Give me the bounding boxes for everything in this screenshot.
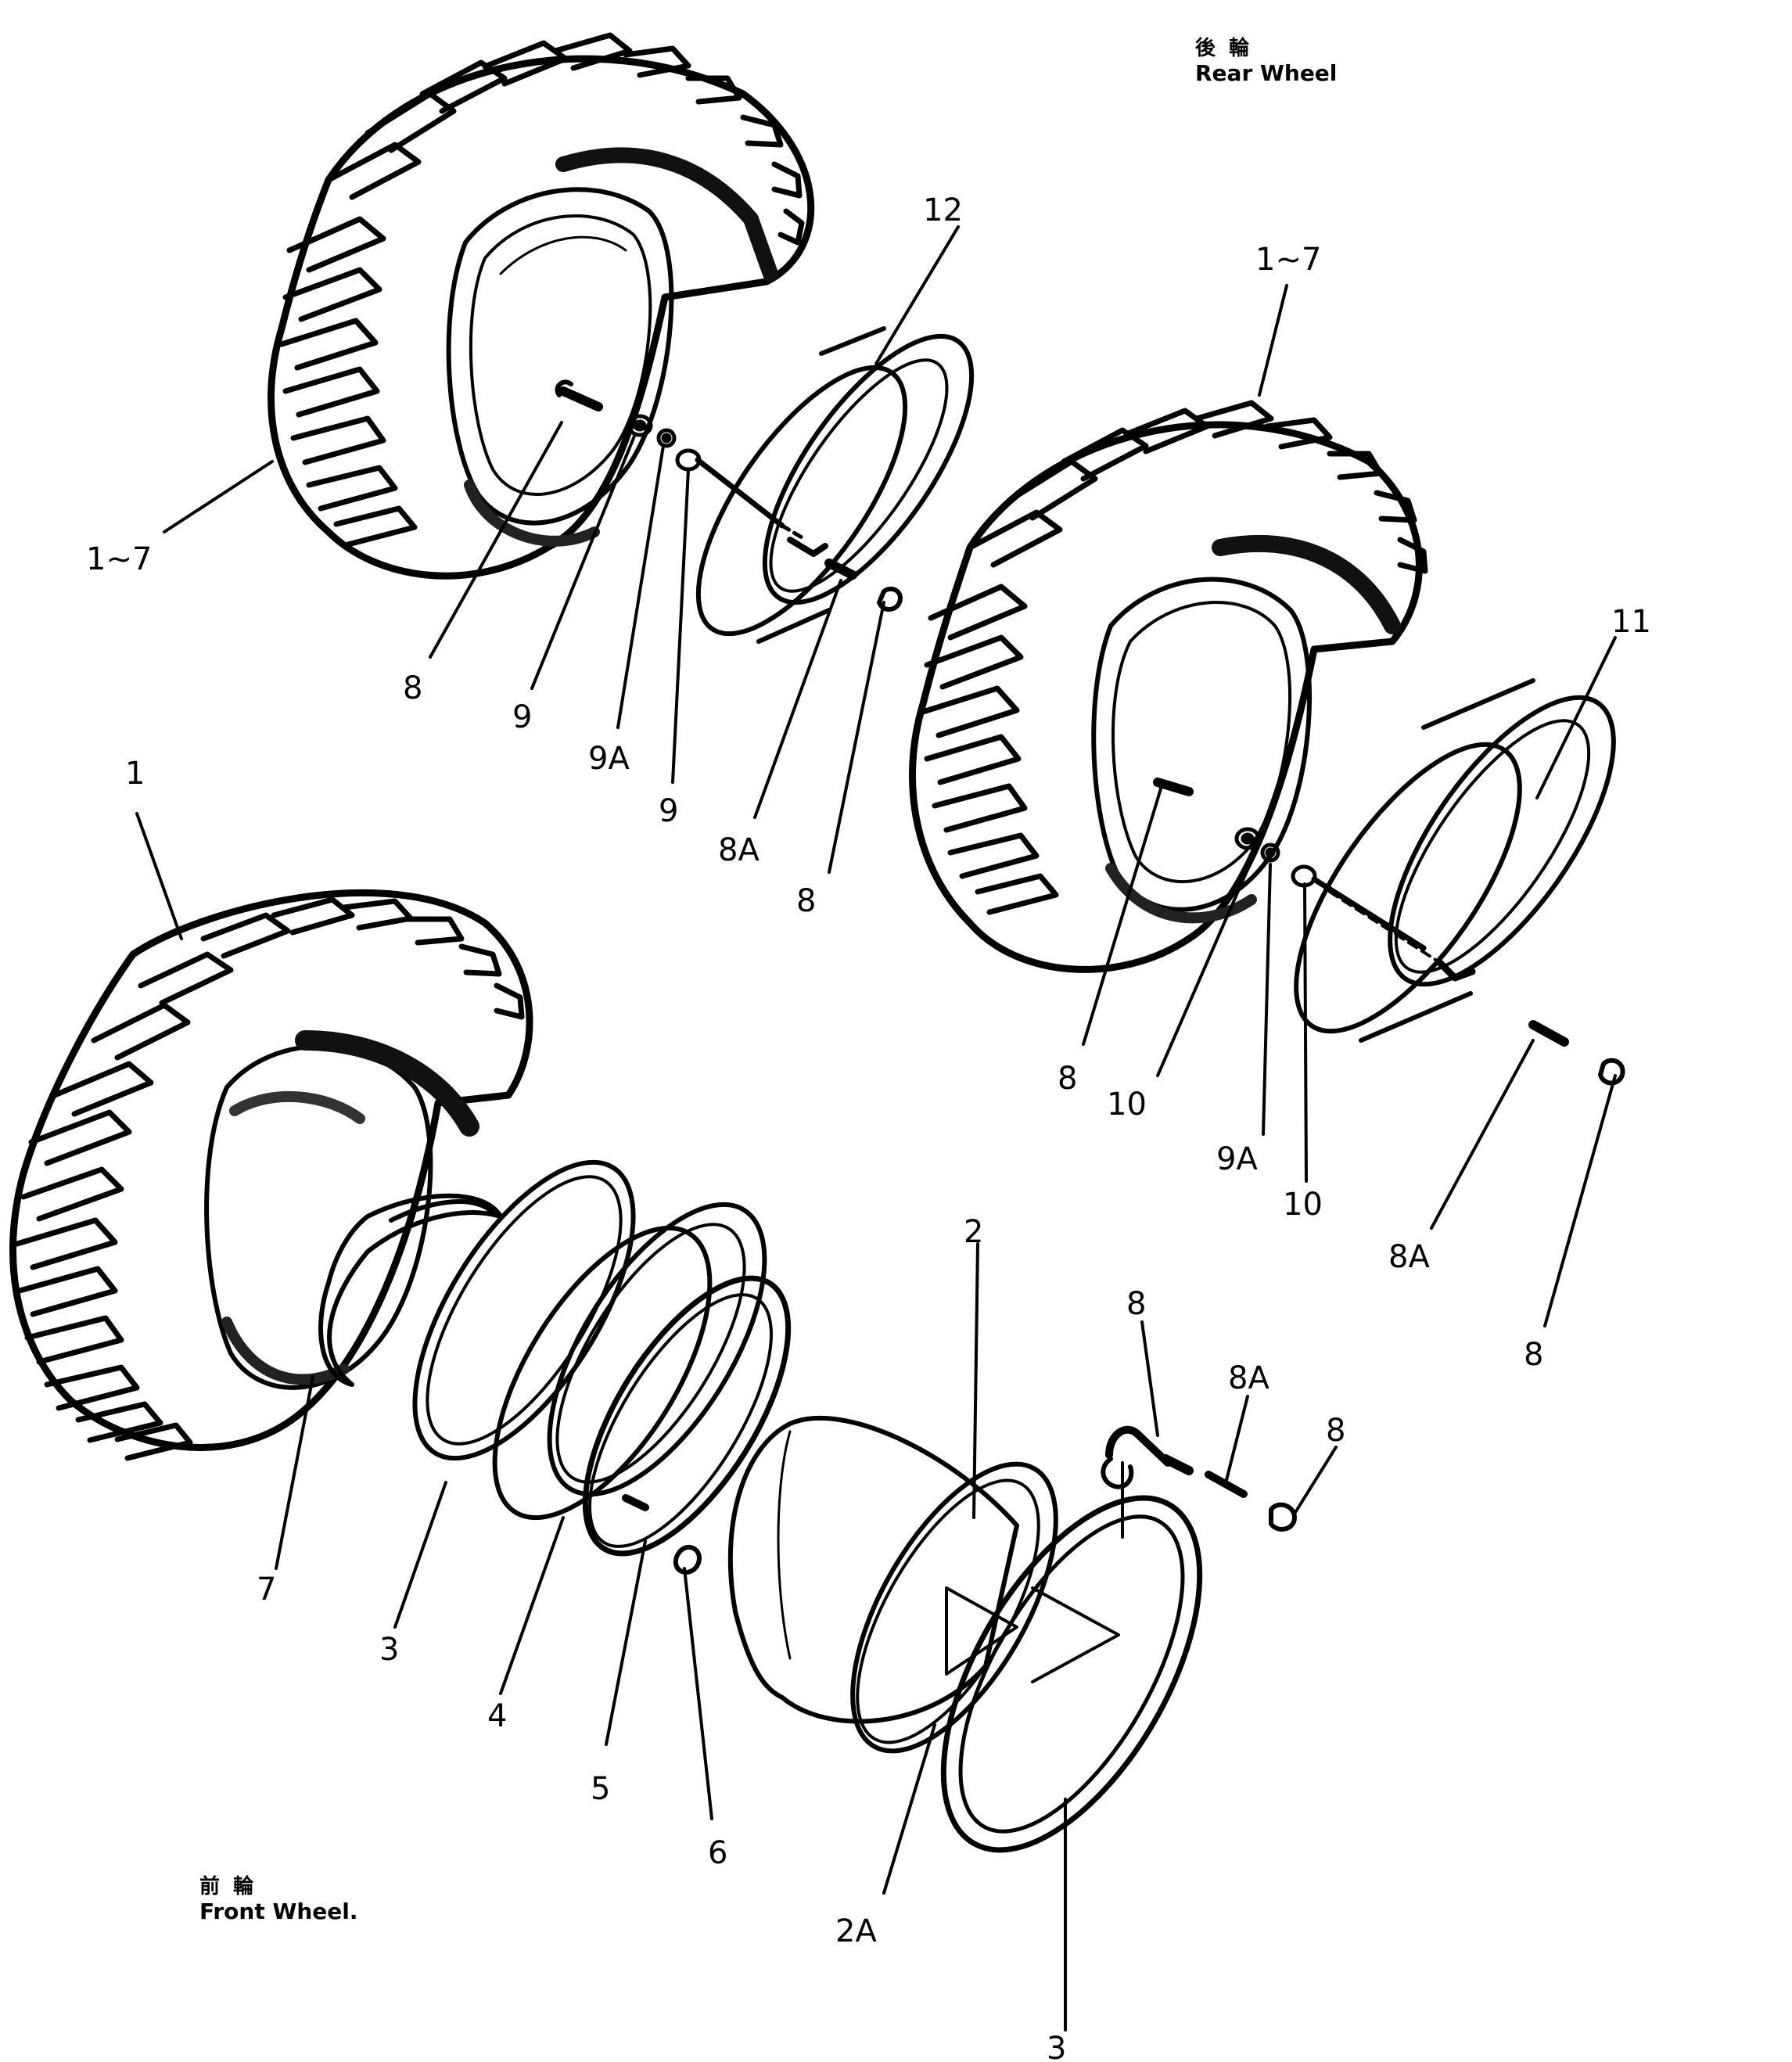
front-key: [673, 1544, 702, 1575]
callout-rear-right-valve: 8: [1058, 1061, 1077, 1097]
front-flap: [318, 1193, 503, 1387]
rear-right-tire: [909, 400, 1428, 973]
front-lock-ring: [582, 1275, 792, 1557]
rear-wheel-caption-en: Rear Wheel: [1195, 59, 1338, 86]
callout-front-core: 8A: [1228, 1360, 1269, 1396]
callout-front-lock-ring: 5: [591, 1771, 610, 1807]
callout-front-bead-seat: 4: [487, 1698, 507, 1734]
callout-front-tire: 1: [125, 756, 145, 792]
callout-rear-right-core: 8A: [1388, 1239, 1430, 1275]
rear-wheel-caption-cjk: 後 輪: [1195, 37, 1253, 60]
front-rim: [727, 1415, 1058, 1754]
callout-rear-right-band: 11: [1611, 604, 1651, 640]
callout-rear-spacer: 12: [923, 192, 963, 228]
front-tire: [9, 889, 533, 1461]
callout-rear-left-tire: 1~7: [86, 541, 152, 577]
callout-rear-left-valve: 8: [403, 670, 422, 706]
callout-rear-left-core: 8A: [718, 832, 760, 868]
callout-rear-right-bolt: 10: [1283, 1187, 1323, 1223]
front-valve-hardware: [1101, 1425, 1297, 1532]
callout-front-cap: 8: [1326, 1413, 1345, 1449]
callout-front-rim: 2: [964, 1214, 983, 1250]
callout-labels: 1~7 8 9 9A 9 8A 8 12 1~7 11 8 10 9A 10 8…: [86, 192, 1651, 2062]
rear-wheel-caption: 後 輪 Rear Wheel: [1195, 37, 1338, 86]
callout-front-key: 6: [708, 1835, 727, 1871]
rear-band: [1294, 678, 1616, 1043]
front-wheel-caption: 前 輪 Front Wheel.: [199, 1875, 358, 1924]
callout-rear-left-cap: 8: [796, 883, 816, 919]
callout-rear-left-nut: 9: [512, 699, 532, 735]
callout-front-rim-base: 2A: [835, 1913, 877, 1949]
callout-front-valve: 8: [1126, 1286, 1146, 1322]
leader-lines: [135, 225, 1617, 2031]
front-side-ring-outer: [940, 1495, 1203, 1853]
callout-front-flap: 7: [257, 1572, 276, 1608]
front-wheel-caption-en: Front Wheel.: [199, 1898, 358, 1924]
callout-rear-right-cap: 8: [1524, 1337, 1543, 1373]
callout-rear-left-bolt: 9: [659, 793, 678, 829]
callout-rear-right-nut: 10: [1107, 1087, 1147, 1123]
rear-left-tire: [268, 32, 815, 580]
front-bead-seat-ring: [492, 1202, 767, 1521]
callout-rear-right-washer: 9A: [1216, 1141, 1258, 1177]
callout-front-outer-ring: 3: [1047, 2031, 1066, 2062]
rear-spacer-ring: [695, 326, 975, 644]
callout-rear-right-tire: 1~7: [1255, 242, 1321, 278]
callout-rear-left-washer: 9A: [588, 741, 630, 777]
callout-front-side-ring: 3: [379, 1632, 399, 1668]
rear-right-hardware: [1234, 827, 1625, 1086]
front-wheel-caption-cjk: 前 輪: [199, 1875, 257, 1899]
